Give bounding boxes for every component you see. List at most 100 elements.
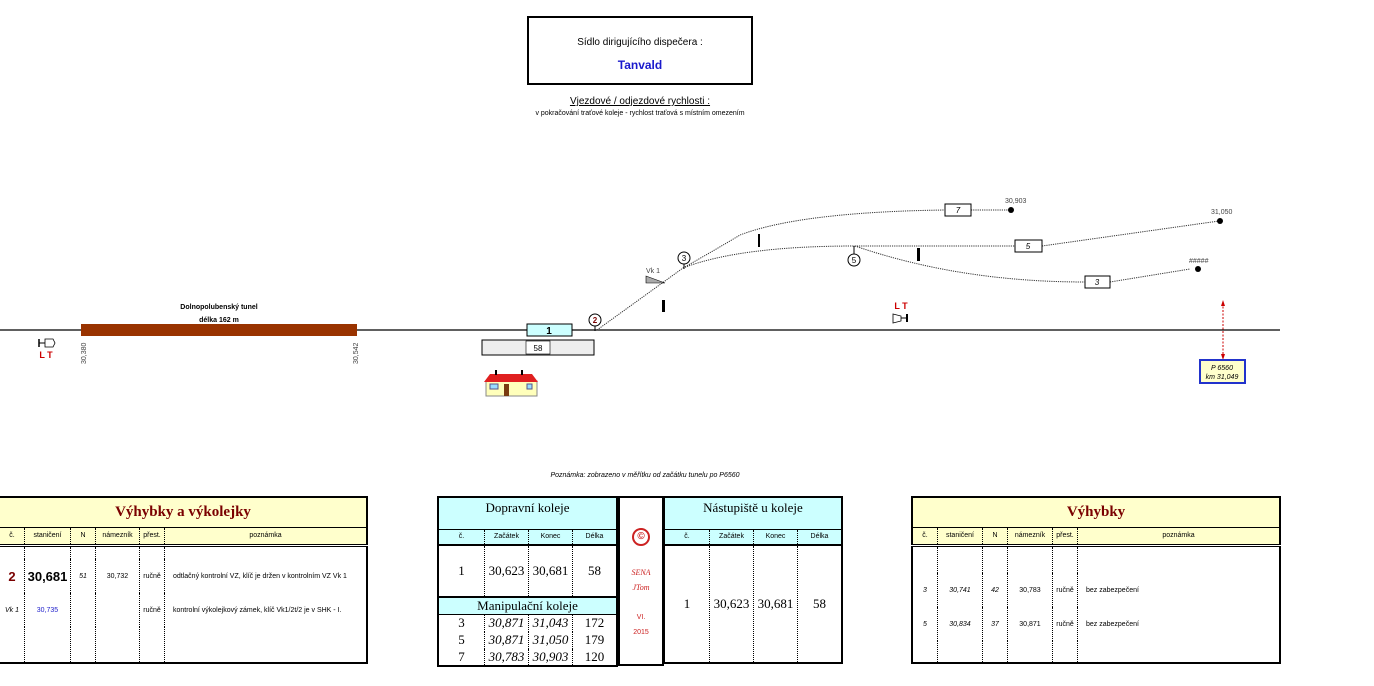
cell: 37: [982, 607, 1008, 641]
marker-line2: km 31,049: [1206, 374, 1239, 381]
col-header: poznámka: [164, 527, 367, 547]
col-header: Začátek: [709, 529, 754, 545]
table-row: Vk 1 30,735 ručně kontrolní výkolejkový …: [0, 593, 367, 627]
svg-text:5: 5: [852, 256, 857, 265]
table-row: 5 30,834 37 30,871 ručně bez zabezpečení: [912, 607, 1280, 641]
copyright-icon: ©: [632, 528, 650, 546]
cell: 172: [572, 614, 617, 632]
tunnel: [81, 324, 357, 336]
cell: 58: [797, 545, 842, 663]
siding-tracks: [596, 209, 1220, 331]
col-header: N: [982, 527, 1008, 547]
col-header: poznámka: [1077, 527, 1280, 547]
signal-right-icon: [892, 313, 908, 324]
running-tracks-table: Dopravní koleje č. Začátek Konec Délka 1…: [437, 496, 618, 598]
cell: 30,681: [753, 545, 798, 663]
dispatcher-box: Sídlo dirigujícího dispečera : Tanvald: [527, 16, 753, 85]
svg-text:3: 3: [1095, 278, 1100, 287]
col-header: Konec: [753, 529, 798, 545]
cell: 1: [683, 596, 691, 611]
table-row: 3 30,741 42 30,783 ručně bez zabezpečení: [912, 573, 1280, 607]
cell: 30,871: [484, 631, 529, 649]
cell: 5: [458, 632, 465, 647]
cell: 42: [982, 573, 1008, 607]
svg-text:7: 7: [956, 206, 961, 215]
tunnel-name: Dolnopolubenský tunel: [180, 304, 257, 311]
switch-5: 5: [847, 246, 861, 267]
cell: odtlačný kontrolní VZ, klíč je držen v k…: [164, 559, 367, 593]
cell: 30,681: [528, 545, 573, 597]
cell: 30,871: [484, 614, 529, 632]
table-row: 1 30,623 30,681 58: [438, 545, 617, 597]
cell: Vk 1: [4, 606, 19, 614]
col-header: přest.: [1052, 527, 1078, 547]
cell: bez zabezpečení: [1077, 607, 1280, 641]
cell: 31,050: [528, 631, 573, 649]
cell: 30,783: [484, 648, 529, 666]
cell: 30,732: [95, 559, 140, 593]
track-3-box: 3: [1084, 275, 1111, 289]
cell: 120: [572, 648, 617, 666]
cell: ručně: [1052, 607, 1078, 641]
track-1-label: 1: [546, 326, 552, 337]
track-1-box: [526, 323, 573, 337]
cell: 30,735: [24, 593, 71, 627]
cell: [70, 593, 96, 627]
platform-length: 58: [534, 344, 543, 353]
cell: bez zabezpečení: [1077, 573, 1280, 607]
speeds-section: Vjezdové / odjezdové rychlosti : v pokra…: [440, 96, 840, 117]
derailer-label: Vk 1: [646, 268, 660, 275]
buffer-stop-5-icon: [1217, 218, 1223, 224]
dispatcher-label: Sídlo dirigujícího dispečera :: [577, 37, 703, 48]
scale-note: Poznámka: zobrazeno v měřítku od začátku…: [550, 472, 740, 479]
cell: 30,741: [937, 573, 983, 607]
cell: ručně: [139, 559, 165, 593]
marker-arrow-icon: [1221, 300, 1225, 360]
col-header: staničení: [937, 527, 983, 547]
cell: 30,871: [1007, 607, 1053, 641]
cell: 5: [923, 620, 927, 628]
cell: 30,681: [24, 559, 71, 593]
table-title: Dopravní koleje: [438, 497, 617, 530]
svg-text:5: 5: [1026, 242, 1031, 251]
table-title: Výhybky a výkolejky: [0, 497, 367, 528]
platforms-table: Nástupiště u koleje č. Začátek Konec Dél…: [663, 496, 843, 664]
svg-text:3: 3: [682, 254, 687, 263]
cell: ručně: [139, 593, 165, 627]
cell: [95, 593, 140, 627]
cell: 30,903: [528, 648, 573, 666]
speeds-title: Vjezdové / odjezdové rychlosti :: [569, 96, 711, 107]
col-header: Začátek: [484, 529, 529, 545]
dispatcher-station: Tanvald: [617, 58, 663, 72]
track-3-end-km: #####: [1189, 258, 1209, 265]
credit-strip: © SENA JTom VI. 2015: [618, 496, 664, 666]
tunnel-km-start: 30,380: [81, 342, 88, 364]
turnouts-derailers-table: Výhybky a výkolejky č. staničení N námez…: [0, 496, 368, 664]
speeds-text: v pokračování traťové koleje - rychlost …: [535, 110, 745, 117]
track-5-box: 5: [1014, 239, 1043, 253]
table-title: Výhybky: [912, 497, 1280, 528]
cell: 51: [70, 559, 96, 593]
svg-text:2: 2: [593, 316, 598, 325]
cell: 1: [458, 563, 465, 578]
station-building-icon: [484, 370, 538, 397]
cell: 3: [923, 586, 927, 594]
table-title: Manipulační koleje: [438, 597, 617, 615]
credit-author2: JTom: [632, 583, 650, 592]
buffer-stop-3-icon: [1195, 266, 1201, 272]
tunnel-length: délka 162 m: [199, 317, 239, 324]
track-7-end-km: 30,903: [1005, 198, 1027, 205]
cell: 2: [8, 568, 16, 584]
col-header: přest.: [139, 527, 165, 547]
col-header: č.: [684, 533, 690, 541]
cell: 30,623: [709, 545, 754, 663]
signal-left-label: L T: [39, 350, 53, 360]
clearance-markers: [662, 234, 920, 312]
col-header: č.: [912, 527, 938, 547]
col-header: č.: [458, 533, 465, 541]
credit-month: VI.: [636, 614, 646, 621]
